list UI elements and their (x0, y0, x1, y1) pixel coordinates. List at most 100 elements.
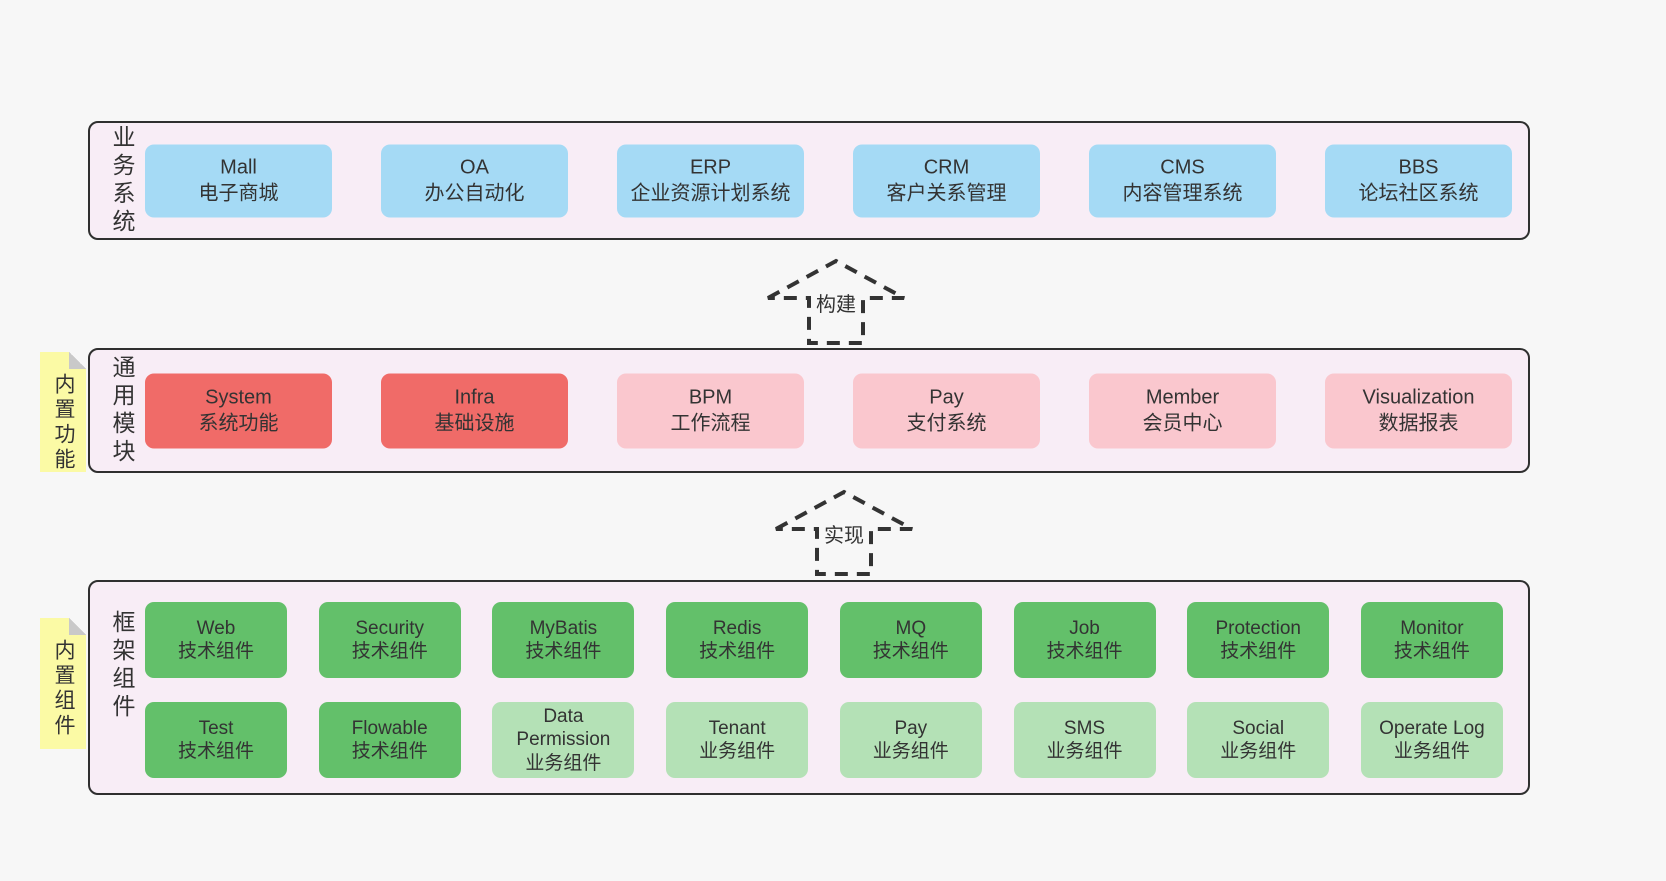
box-subtitle: 业务组件 (872, 741, 949, 762)
box-sms: SMS 业务组件 (1013, 702, 1156, 778)
box-title: CRM (923, 156, 970, 179)
dashed-up-arrow-icon (767, 258, 905, 345)
panel-framework-components: 框架组件 Web 技术组件 Security 技术组件 MyBatis 技术组件… (88, 580, 1530, 795)
folded-corner-icon (69, 352, 86, 369)
box-system: System 系统功能 (145, 373, 332, 448)
box-title: OA (460, 156, 489, 179)
implement-arrow-icon: 实现 (772, 487, 916, 579)
box-title: Pay (929, 386, 964, 409)
box-subtitle: 技术组件 (872, 641, 949, 662)
box-title: BBS (1398, 156, 1439, 179)
implement-arrow-label: 实现 (820, 518, 868, 549)
panel-label-framework: 框架组件 (109, 610, 135, 722)
box-test: Test 技术组件 (145, 702, 287, 778)
sticky-tab-built-in-components: 内置组件 (40, 618, 86, 749)
box-security: Security 技术组件 (318, 602, 461, 678)
box-data-permission: Data Permission 业务组件 (492, 702, 635, 778)
box-subtitle: 会员中心 (1142, 412, 1223, 435)
box-title: CMS (1160, 156, 1205, 179)
box-subtitle: 支付系统 (906, 412, 987, 435)
box-title: BPM (688, 386, 733, 409)
box-subtitle: 技术组件 (177, 741, 254, 762)
build-arrow-icon: 构建 (764, 256, 908, 348)
box-subtitle: 技术组件 (699, 641, 776, 662)
box-title: Redis (712, 617, 762, 639)
box-subtitle: 内容管理系统 (1122, 182, 1243, 205)
box-title: ERP (689, 156, 732, 179)
dashed-up-arrow-icon (775, 489, 913, 576)
box-subtitle: 业务组件 (1046, 741, 1123, 762)
panel-common-modules: 通用模块 System 系统功能 Infra 基础设施 BPM 工作流程 Pay… (88, 348, 1530, 473)
box-crm: CRM 客户关系管理 (853, 144, 1040, 217)
box-cms: CMS 内容管理系统 (1089, 144, 1276, 217)
box-subtitle: 办公自动化 (424, 182, 525, 205)
box-subtitle: 论坛社区系统 (1358, 182, 1479, 205)
box-title: Member (1145, 386, 1220, 409)
box-subtitle: 技术组件 (525, 641, 602, 662)
box-mq: MQ 技术组件 (839, 602, 982, 678)
box-mybatis: MyBatis 技术组件 (492, 602, 635, 678)
box-protection: Protection 技术组件 (1187, 602, 1330, 678)
box-title: MyBatis (529, 617, 598, 639)
box-visualization: Visualization 数据报表 (1325, 373, 1512, 448)
box-subtitle: 工作流程 (670, 412, 751, 435)
box-title: Social (1232, 717, 1285, 739)
box-title: Web (196, 617, 236, 639)
box-flowable: Flowable 技术组件 (318, 702, 461, 778)
box-title: Security (355, 617, 425, 639)
box-subtitle: 业务组件 (525, 752, 602, 774)
box-title: System (205, 386, 272, 409)
box-social: Social 业务组件 (1187, 702, 1330, 778)
box-title: MQ (895, 617, 927, 639)
sticky-tab-built-in-features: 内置功能 (40, 352, 86, 473)
sticky-tab-label: 内置功能 (52, 373, 75, 473)
box-monitor: Monitor 技术组件 (1360, 602, 1503, 678)
box-title: Flowable (351, 717, 428, 739)
folded-corner-icon (69, 618, 86, 635)
box-subtitle: 系统功能 (198, 412, 279, 435)
framework-box-row-1: Web 技术组件 Security 技术组件 MyBatis 技术组件 Redi… (145, 602, 1503, 678)
box-bpm: BPM 工作流程 (617, 373, 804, 448)
box-subtitle: 客户关系管理 (886, 182, 1007, 205)
box-subtitle: 业务组件 (1393, 741, 1470, 762)
box-title: Protection (1215, 617, 1301, 639)
box-title: Pay (894, 717, 928, 739)
box-title: Job (1069, 617, 1100, 639)
box-subtitle: 技术组件 (1393, 641, 1470, 662)
business-box-row: Mall 电子商城 OA 办公自动化 ERP 企业资源计划系统 CRM 客户关系… (145, 144, 1512, 217)
box-member: Member 会员中心 (1089, 373, 1276, 448)
box-title: Test (198, 717, 234, 739)
box-title: Operate Log (1379, 717, 1485, 739)
box-title: Infra (454, 386, 495, 409)
box-oa: OA 办公自动化 (381, 144, 568, 217)
box-bbs: BBS 论坛社区系统 (1325, 144, 1512, 217)
box-web: Web 技术组件 (145, 602, 287, 678)
panel-label-modules: 通用模块 (109, 354, 135, 467)
box-subtitle: 数据报表 (1378, 412, 1459, 435)
box-tenant: Tenant 业务组件 (666, 702, 809, 778)
build-arrow-label: 构建 (812, 287, 860, 318)
box-title: Monitor (1400, 617, 1464, 639)
box-infra: Infra 基础设施 (381, 373, 568, 448)
box-erp: ERP 企业资源计划系统 (617, 144, 804, 217)
box-subtitle: 业务组件 (1220, 741, 1297, 762)
sticky-tab-label: 内置组件 (52, 639, 75, 739)
box-mall: Mall 电子商城 (145, 144, 332, 217)
box-subtitle: 技术组件 (351, 741, 428, 762)
box-title: SMS (1063, 717, 1106, 739)
box-subtitle: 技术组件 (177, 641, 254, 662)
box-job: Job 技术组件 (1013, 602, 1156, 678)
box-subtitle: 技术组件 (1046, 641, 1123, 662)
box-title: Data Permission (516, 706, 611, 751)
panel-business-systems: 业务系统 Mall 电子商城 OA 办公自动化 ERP 企业资源计划系统 CRM… (88, 121, 1530, 240)
box-operate-log: Operate Log 业务组件 (1360, 702, 1503, 778)
box-subtitle: 企业资源计划系统 (630, 182, 791, 205)
box-subtitle: 技术组件 (1220, 641, 1297, 662)
framework-box-row-2: Test 技术组件 Flowable 技术组件 Data Permission … (145, 702, 1503, 778)
box-pay-component: Pay 业务组件 (839, 702, 982, 778)
box-title: Mall (220, 156, 257, 179)
box-redis: Redis 技术组件 (666, 602, 809, 678)
box-subtitle: 技术组件 (351, 641, 428, 662)
modules-box-row: System 系统功能 Infra 基础设施 BPM 工作流程 Pay 支付系统… (145, 373, 1512, 448)
box-title: Visualization (1362, 386, 1475, 409)
